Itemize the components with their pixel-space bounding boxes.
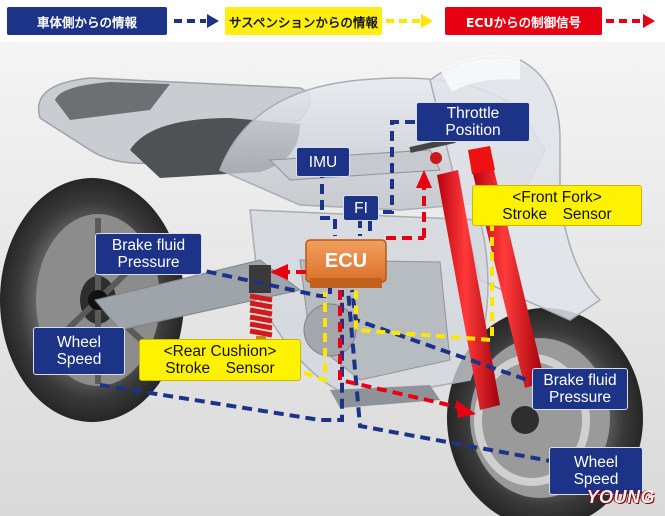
legend-arrows xyxy=(174,14,655,28)
watermark-logo: YOUNG xyxy=(586,487,655,507)
label-brake-fluid-rear-line1: Brake fluid xyxy=(111,237,186,254)
label-brake-fluid-front: Brake fluid Pressure xyxy=(532,368,628,410)
label-wheel-speed-rear: Wheel Speed xyxy=(33,327,125,375)
label-rear-cushion-stroke-line1: <Rear Cushion> xyxy=(163,343,277,360)
ecu-control-arrowheads xyxy=(270,170,476,418)
label-throttle-position-line2: Position xyxy=(445,122,501,139)
label-wheel-speed-front-line1: Wheel xyxy=(574,454,618,471)
label-wheel-speed-rear-line2: Speed xyxy=(56,351,102,368)
label-throttle-position: Throttle Position xyxy=(416,102,530,142)
label-front-fork-stroke: <Front Fork> Stroke Sensor xyxy=(472,185,642,226)
legend-suspension-info: サスペンションからの情報 xyxy=(225,7,382,35)
label-rear-cushion-stroke-line2: Stroke Sensor xyxy=(165,360,275,377)
label-wheel-speed-rear-line1: Wheel xyxy=(57,334,101,351)
legend-ecu-signal: ECUからの制御信号 xyxy=(445,7,602,35)
label-wheel-speed-front-line2: Speed xyxy=(573,471,619,488)
legend-chassis-info: 車体側からの情報 xyxy=(7,7,167,35)
label-imu-text: IMU xyxy=(308,153,338,171)
label-front-fork-stroke-line2: Stroke Sensor xyxy=(502,205,612,223)
label-fi-text: FI xyxy=(354,199,368,217)
label-brake-fluid-front-line2: Pressure xyxy=(548,389,612,406)
label-ecu: ECU xyxy=(324,249,368,272)
label-brake-fluid-rear-line2: Pressure xyxy=(117,254,180,271)
label-brake-fluid-front-line1: Brake fluid xyxy=(543,372,617,389)
label-rear-cushion-stroke: <Rear Cushion> Stroke Sensor xyxy=(139,339,301,381)
label-imu: IMU xyxy=(296,147,350,177)
rear-shock xyxy=(249,265,273,346)
label-brake-fluid-rear: Brake fluid Pressure xyxy=(95,233,202,275)
ecu-control-lines xyxy=(285,184,463,410)
suspension-signal-lines xyxy=(289,222,494,383)
label-front-fork-stroke-line1: <Front Fork> xyxy=(512,188,602,206)
ecu-box-base xyxy=(310,278,382,288)
label-throttle-position-line1: Throttle xyxy=(446,105,500,122)
label-wheel-speed-front: Wheel Speed xyxy=(549,447,643,495)
label-fi: FI xyxy=(343,195,379,221)
